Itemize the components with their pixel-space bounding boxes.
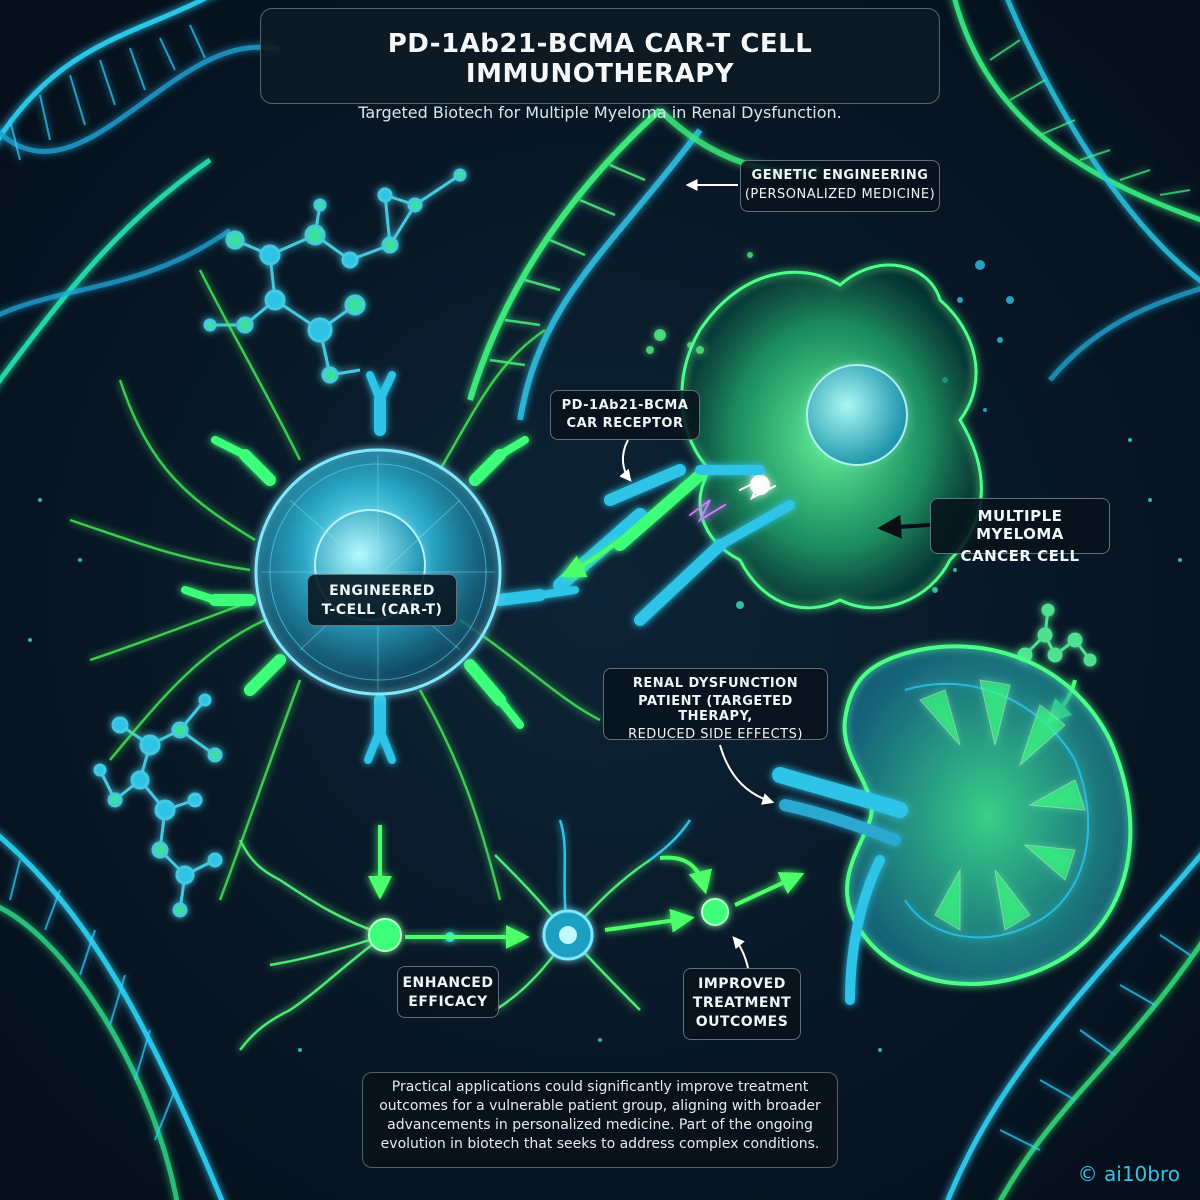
- pathway-nodes: [368, 898, 729, 961]
- t-cell: [254, 448, 502, 696]
- label-renal-line1: RENAL DYSFUNCTION: [632, 676, 799, 691]
- label-outcomes-line1: IMPROVED: [698, 976, 786, 992]
- label-pointers: [619, 179, 931, 969]
- t-cell-receptors: [181, 371, 579, 764]
- dna-helix-left: [0, 157, 232, 385]
- molecule-bottom-left: [93, 693, 223, 918]
- description-note: Practical applications could significant…: [362, 1072, 838, 1168]
- pathway-arrows: [368, 538, 1077, 949]
- label-efficacy-line2: EFFICACY: [408, 994, 488, 1010]
- credit-text: © ai10bro: [1077, 1162, 1180, 1186]
- label-t-cell-line1: ENGINEERED: [329, 583, 435, 599]
- dna-helix-top-left: [0, 0, 281, 161]
- label-outcomes: IMPROVED TREATMENT OUTCOMES: [683, 968, 801, 1040]
- molecule-top-left: [203, 168, 467, 384]
- dna-helix-bottom-left: [0, 833, 225, 1200]
- label-t-cell-line2: T-CELL (CAR-T): [321, 602, 443, 618]
- dna-helix-center-top: [467, 107, 821, 421]
- note-line3: advancements in personalized medicine. P…: [387, 1117, 813, 1133]
- label-outcomes-line3: OUTCOMES: [695, 1014, 789, 1030]
- note-line1: Practical applications could significant…: [391, 1079, 809, 1095]
- note-line2: outcomes for a vulnerable patient group,…: [379, 1098, 821, 1114]
- label-car-receptor-line2: CAR RECEPTOR: [566, 416, 684, 431]
- label-outcomes-line2: TREATMENT: [692, 995, 792, 1011]
- label-renal-line3: REDUCED SIDE EFFECTS): [628, 727, 803, 742]
- label-renal-line2: PATIENT (TARGETED THERAPY,: [638, 694, 793, 724]
- dna-helix-bottom-right: [945, 852, 1200, 1200]
- label-efficacy-line1: ENHANCED: [402, 975, 494, 991]
- label-car-receptor-line1: PD-1Ab21-BCMA: [561, 398, 689, 413]
- label-t-cell: ENGINEERED T-CELL (CAR-T): [307, 574, 457, 626]
- title-panel: PD-1Ab21-BCMA CAR-T CELL IMMUNOTHERAPY T…: [260, 8, 940, 122]
- label-myeloma-cell-line2: CANCER CELL: [960, 547, 1080, 565]
- molecule-right: [1017, 603, 1097, 667]
- label-genetic-engineering-line1: GENETIC ENGINEERING: [751, 168, 929, 183]
- dna-helix-top-right: [952, 0, 1200, 382]
- label-renal: RENAL DYSFUNCTION PATIENT (TARGETED THER…: [603, 668, 828, 742]
- page-title: PD-1Ab21-BCMA CAR-T CELL IMMUNOTHERAPY: [387, 29, 813, 89]
- label-genetic-engineering: GENETIC ENGINEERING (PERSONALIZED MEDICI…: [740, 160, 940, 212]
- note-line4: evolution in biotech that seeks to addre…: [380, 1136, 820, 1152]
- kidney: [772, 644, 1133, 1005]
- label-myeloma-cell-line1: MULTIPLE MYELOMA: [976, 507, 1064, 543]
- label-efficacy: ENHANCED EFFICACY: [397, 966, 499, 1018]
- label-myeloma-cell: MULTIPLE MYELOMA CANCER CELL: [930, 498, 1110, 565]
- label-genetic-engineering-line2: (PERSONALIZED MEDICINE): [744, 187, 936, 202]
- label-car-receptor: PD-1Ab21-BCMA CAR RECEPTOR: [550, 390, 700, 440]
- page-subtitle: Targeted Biotech for Multiple Myeloma in…: [358, 103, 842, 122]
